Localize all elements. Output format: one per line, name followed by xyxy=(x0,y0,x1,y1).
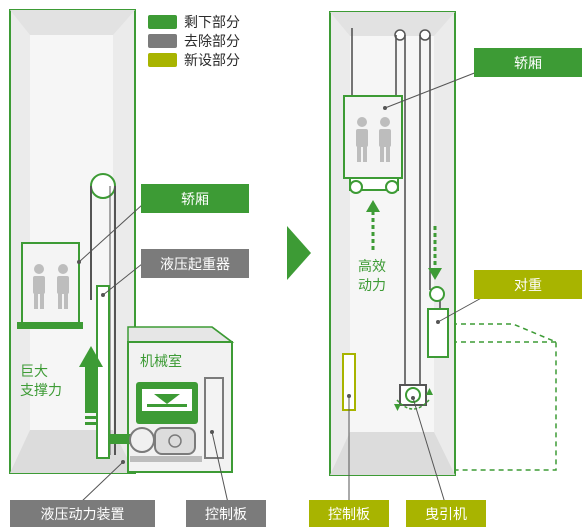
left-control-panel xyxy=(204,377,224,459)
jack-pulley xyxy=(90,173,116,199)
transition-arrow-icon xyxy=(287,226,311,280)
support-force-label-line1: 巨大 xyxy=(20,364,48,380)
removed-machine-room-outline xyxy=(451,323,557,471)
traction-machine-icon xyxy=(394,384,433,411)
oil-tank-icon xyxy=(136,382,198,424)
support-force-label-line2: 支撑力 xyxy=(20,383,62,399)
machine-room-label: 机械室 xyxy=(140,354,182,370)
traction-machine-label: 曳引机 xyxy=(406,500,486,527)
right-car-label: 轿厢 xyxy=(474,48,582,77)
left-shaft-inner-back xyxy=(30,35,113,430)
left-car-floor xyxy=(17,322,83,329)
left-control-panel-label: 控制板 xyxy=(186,500,266,527)
power-label-line1: 高效 xyxy=(358,259,386,275)
top-sheave-right-icon xyxy=(419,29,431,41)
counterweight-down-arrow-icon xyxy=(428,226,442,280)
legend-item: 新设部分 xyxy=(148,50,240,69)
support-force-arrow-icon xyxy=(79,346,103,425)
counterweight-pulley-icon xyxy=(429,286,445,302)
legend-item: 剩下部分 xyxy=(148,12,240,31)
car-pulley-left-icon xyxy=(349,180,363,194)
left-shaft-ceiling xyxy=(10,10,135,35)
power-arrow-up-icon xyxy=(366,200,380,250)
legend-item: 去除部分 xyxy=(148,31,240,50)
right-traction-elevator xyxy=(329,11,557,504)
hydraulic-jack xyxy=(96,285,110,459)
passenger-icon xyxy=(356,117,391,162)
right-car xyxy=(343,95,403,179)
legend-swatch xyxy=(148,14,177,29)
left-car-label: 轿厢 xyxy=(141,184,249,213)
power-unit-label: 液压动力装置 xyxy=(10,500,155,527)
machine-room-top xyxy=(127,326,235,343)
counterweight-label: 对重 xyxy=(474,270,582,299)
legend-label: 剩下部分 xyxy=(184,14,240,31)
passenger-icon xyxy=(33,264,69,309)
power-label-line2: 动力 xyxy=(358,278,386,294)
right-control-panel-label: 控制板 xyxy=(309,500,389,527)
car-pulley-right-icon xyxy=(385,180,399,194)
legend: 剩下部分 去除部分 新设部分 xyxy=(148,12,240,69)
legend-label: 去除部分 xyxy=(184,33,240,50)
legend-label: 新设部分 xyxy=(184,52,240,69)
power-unit-pipe xyxy=(109,434,138,444)
legend-swatch xyxy=(148,33,177,48)
left-car xyxy=(21,242,80,324)
counterweight xyxy=(427,308,449,358)
legend-swatch xyxy=(148,52,177,67)
hydraulic-jack-label: 液压起重器 xyxy=(141,249,249,278)
left-hydraulic-elevator xyxy=(9,9,235,504)
power-unit-motor-icon xyxy=(129,427,202,462)
